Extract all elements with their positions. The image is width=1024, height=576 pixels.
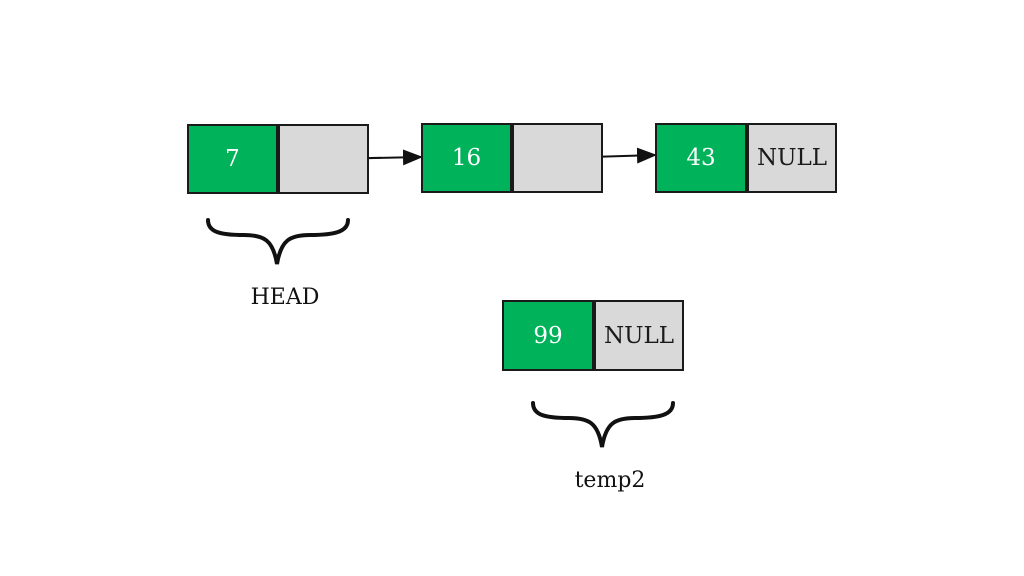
- node-1-next-cell: [278, 124, 369, 194]
- temp-node-next-cell: NULL: [594, 300, 684, 371]
- node-1-value: 7: [225, 146, 240, 172]
- temp-label: temp2: [574, 468, 646, 493]
- node-3-data-cell: 43: [655, 123, 747, 193]
- temp-node-next: NULL: [603, 322, 675, 349]
- temp-brace: [531, 401, 675, 448]
- node-2-next-cell: [512, 123, 603, 193]
- node-3-next: NULL: [756, 145, 828, 171]
- node-2-value: 16: [451, 145, 482, 171]
- node-3-value: 43: [686, 145, 716, 171]
- head-label: HEAD: [250, 285, 320, 310]
- node-2-data-cell: 16: [421, 123, 512, 193]
- node-3-next-cell: NULL: [747, 123, 837, 193]
- temp-node-data-cell: 99: [502, 300, 594, 371]
- temp-node-value: 99: [533, 322, 563, 349]
- head-brace: [206, 218, 350, 265]
- node-1-data-cell: 7: [187, 124, 278, 194]
